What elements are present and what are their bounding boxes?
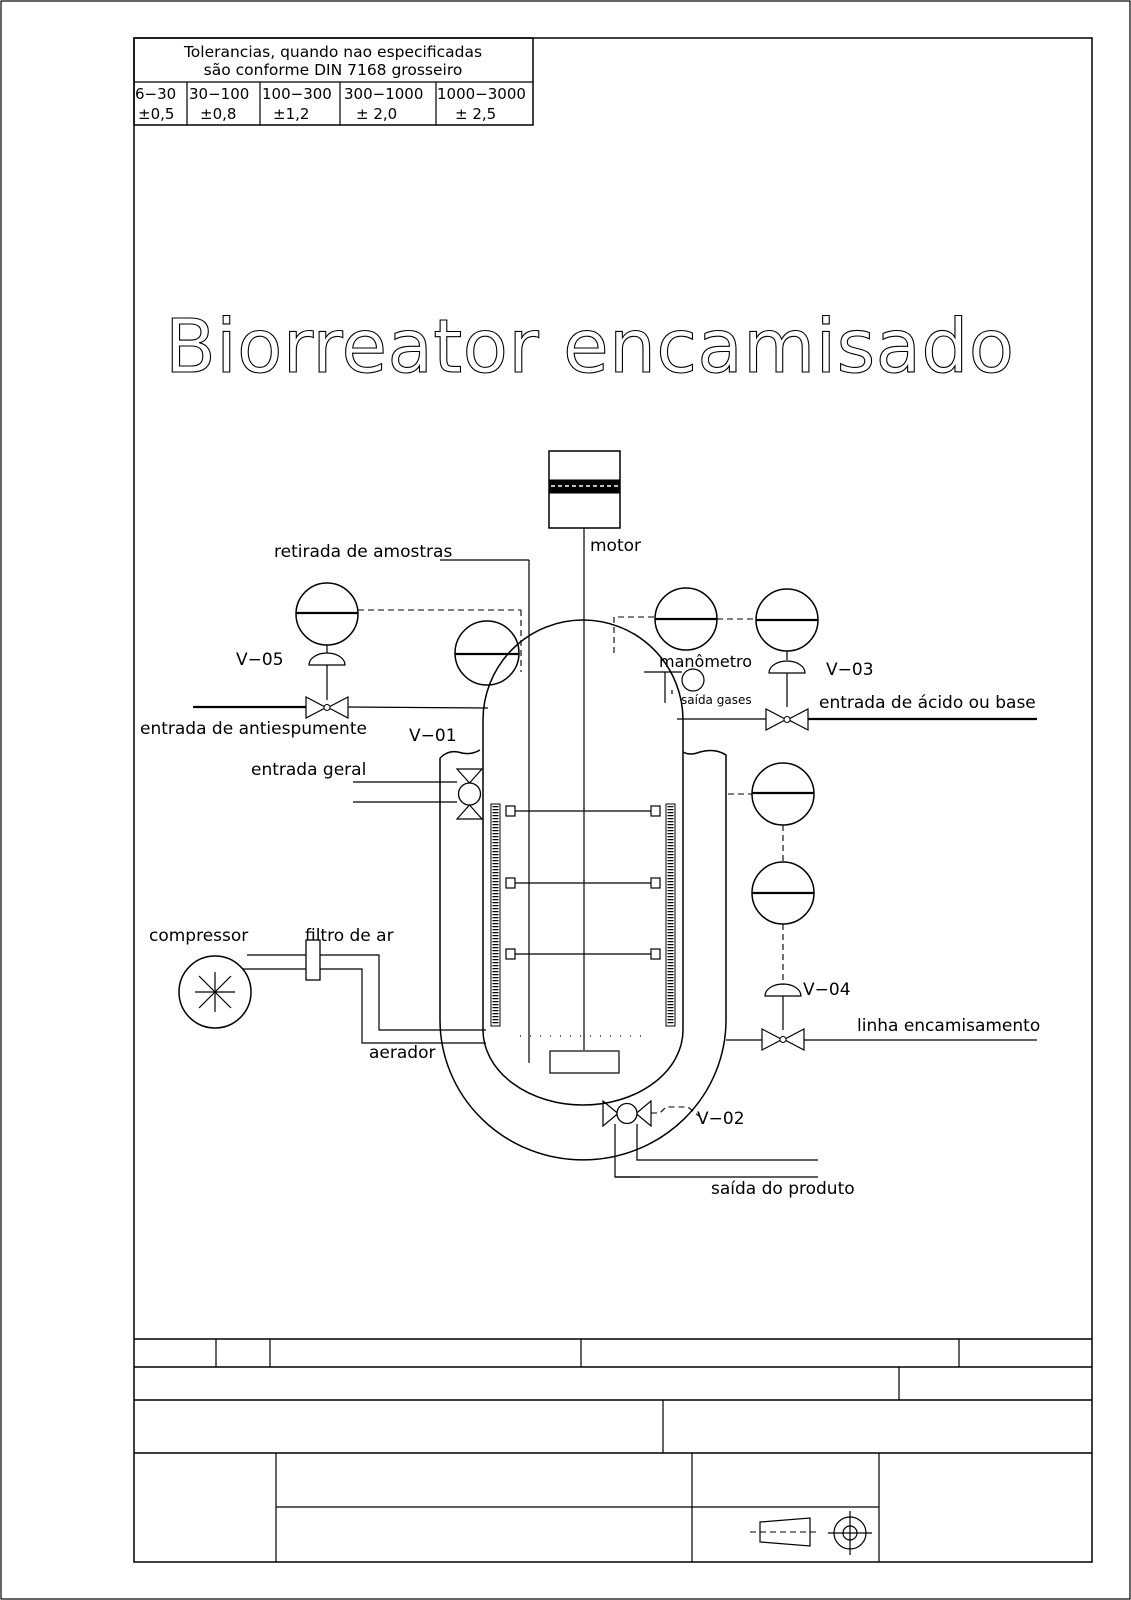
motor: motor (548, 450, 641, 1050)
compressor-label: compressor (149, 926, 248, 946)
manometro: manômetro saída gases (644, 652, 752, 707)
antiespumente-label: entrada de antiespumente (140, 719, 367, 739)
saida-produto-label: saída do produto (711, 1179, 855, 1199)
acido-base-label: entrada de ácido ou base (819, 693, 1036, 713)
v05-controller (295, 582, 522, 700)
aerador-label: aerador (369, 1043, 435, 1063)
v02-label: V−02 (697, 1109, 745, 1129)
tolerance-range: 100−300 (262, 85, 332, 103)
retirada-label: retirada de amostras (274, 542, 452, 562)
motor-label: motor (590, 536, 641, 556)
encamisamento-label: linha encamisamento (857, 1016, 1040, 1036)
v01-controller (454, 620, 520, 686)
v04-valve[interactable] (761, 1028, 805, 1051)
title-block (134, 1338, 1092, 1562)
v04-label: V−04 (803, 980, 851, 1000)
tolerance-value: ± 2,5 (455, 105, 496, 123)
tolerance-range: 300−1000 (344, 85, 423, 103)
v03-label: V−03 (826, 660, 874, 680)
tolerance-header-1: Tolerancias, quando nao especificadas (183, 43, 482, 61)
tolerance-value: ±0,8 (200, 105, 236, 123)
filtro-label: filtro de ar (305, 926, 394, 946)
tolerance-range: 1000−3000 (437, 85, 526, 103)
tolerance-range: 30−100 (189, 85, 249, 103)
drawing-title: Biorreator encamisado (165, 304, 1020, 390)
tolerance-table: Tolerancias, quando nao especificadas sã… (133, 37, 534, 126)
manometro-label: manômetro (659, 652, 752, 671)
v05-label: V−05 (236, 650, 284, 670)
tolerance-value: ±1,2 (273, 105, 309, 123)
impellers (505, 805, 661, 960)
inner-border (133, 37, 1093, 1563)
v01-label: V−01 (409, 726, 457, 746)
saida-gases-label: saída gases (681, 693, 752, 707)
v03-controller (613, 587, 819, 707)
v02-valve[interactable] (602, 1099, 652, 1128)
tolerance-value: ±0,5 (138, 105, 174, 123)
compressor (178, 954, 486, 1044)
entrada-geral-label: entrada geral (251, 760, 366, 780)
tolerance-header-2: são conforme DIN 7168 grosseiro (204, 61, 463, 79)
projection-symbol-icon (750, 1511, 872, 1555)
v04-controller (728, 762, 815, 1030)
air-filter (305, 939, 321, 981)
tolerance-value: ± 2,0 (356, 105, 397, 123)
bioreactor-vessel (439, 559, 727, 1161)
tolerance-range: 6−30 (135, 85, 176, 103)
entrada-geral-valve[interactable] (455, 768, 484, 820)
v05-valve[interactable] (305, 696, 349, 719)
v03-valve[interactable] (765, 708, 809, 731)
